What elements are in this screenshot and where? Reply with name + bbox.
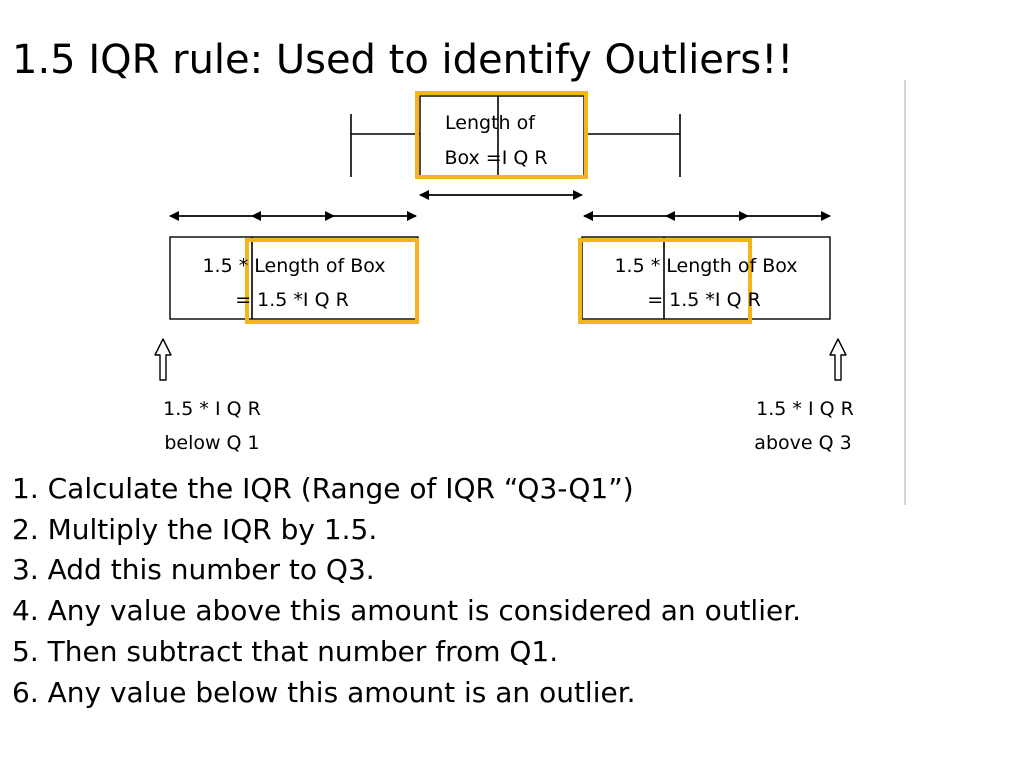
upper-fence-highlight (578, 238, 752, 324)
step-item: 3. Add this number to Q3. (12, 553, 375, 587)
step-item: 4. Any value above this amount is consid… (12, 594, 802, 628)
upper-fence-label-line1: 1.5 * Length of Box (614, 255, 797, 277)
step-item: 5. Then subtract that number from Q1. (12, 634, 559, 668)
step-item: 2. Multiply the IQR by 1.5. (12, 512, 378, 546)
lower-fence-label-line2: = 1.5 *I Q R (235, 289, 349, 311)
lower-fence-caption-line2: below Q 1 (164, 432, 259, 454)
lower-fence-up-arrow-icon (154, 338, 172, 381)
lower-fence-caption-line1: 1.5 * I Q R (163, 398, 261, 420)
step-item: 1. Calculate the IQR (Range of IQR “Q3-Q… (12, 472, 634, 505)
upper-fence-box (581, 236, 831, 320)
steps-list: 1. Calculate the IQR (Range of IQR “Q3-Q… (12, 469, 801, 713)
iqr-box-highlight (415, 91, 588, 179)
lower-fence: 1.5 * Length of Box = 1.5 *I Q R 1.5 * I… (154, 211, 419, 454)
step-item: 6. Any value below this amount is an out… (12, 675, 636, 709)
lower-fence-label-line1: 1.5 * Length of Box (202, 255, 385, 277)
upper-fence-caption-line2: above Q 3 (754, 432, 851, 454)
upper-fence-label-line2: = 1.5 *I Q R (647, 289, 761, 311)
upper-fence: 1.5 * Length of Box = 1.5 *I Q R 1.5 * I… (578, 211, 854, 454)
iqr-box-label-line2: Box =I Q R (444, 147, 547, 169)
lower-fence-highlight (245, 238, 419, 324)
upper-fence-caption-line1: 1.5 * I Q R (756, 398, 854, 420)
slide-title: 1.5 IQR rule: Used to identify Outliers!… (12, 37, 794, 83)
upper-fence-up-arrow-icon (829, 338, 847, 381)
box-plot-top: Length of Box =I Q R (350, 91, 681, 200)
iqr-box-label-line1: Length of (445, 112, 536, 134)
